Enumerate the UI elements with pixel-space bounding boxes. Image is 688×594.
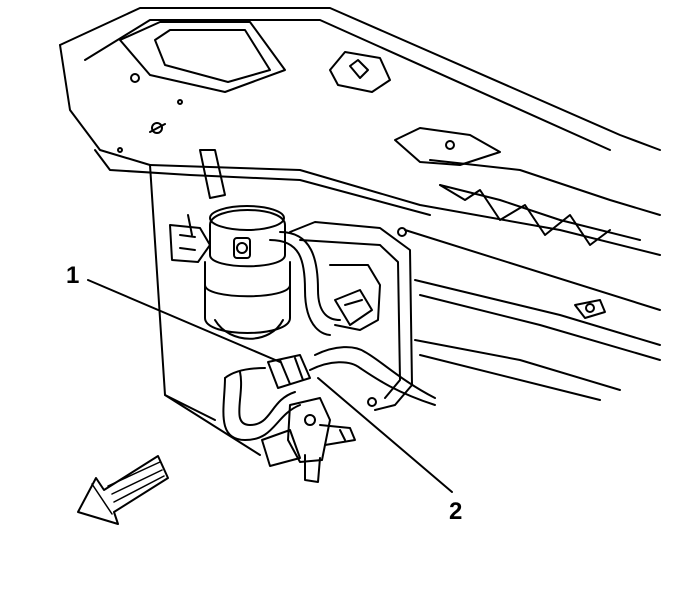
pressure-switch — [261, 397, 356, 483]
accumulator — [169, 205, 291, 340]
cowl-panel — [59, 7, 661, 256]
leader-line-1 — [87, 279, 281, 363]
front-direction-arrow-icon — [77, 455, 169, 525]
refrigerant-hoses — [222, 231, 436, 441]
fender-rails — [404, 229, 661, 401]
callout-1: 1 — [66, 262, 80, 289]
bulkhead-panel — [149, 149, 413, 456]
callout-2: 2 — [449, 498, 463, 525]
leader-line-2 — [317, 377, 453, 493]
